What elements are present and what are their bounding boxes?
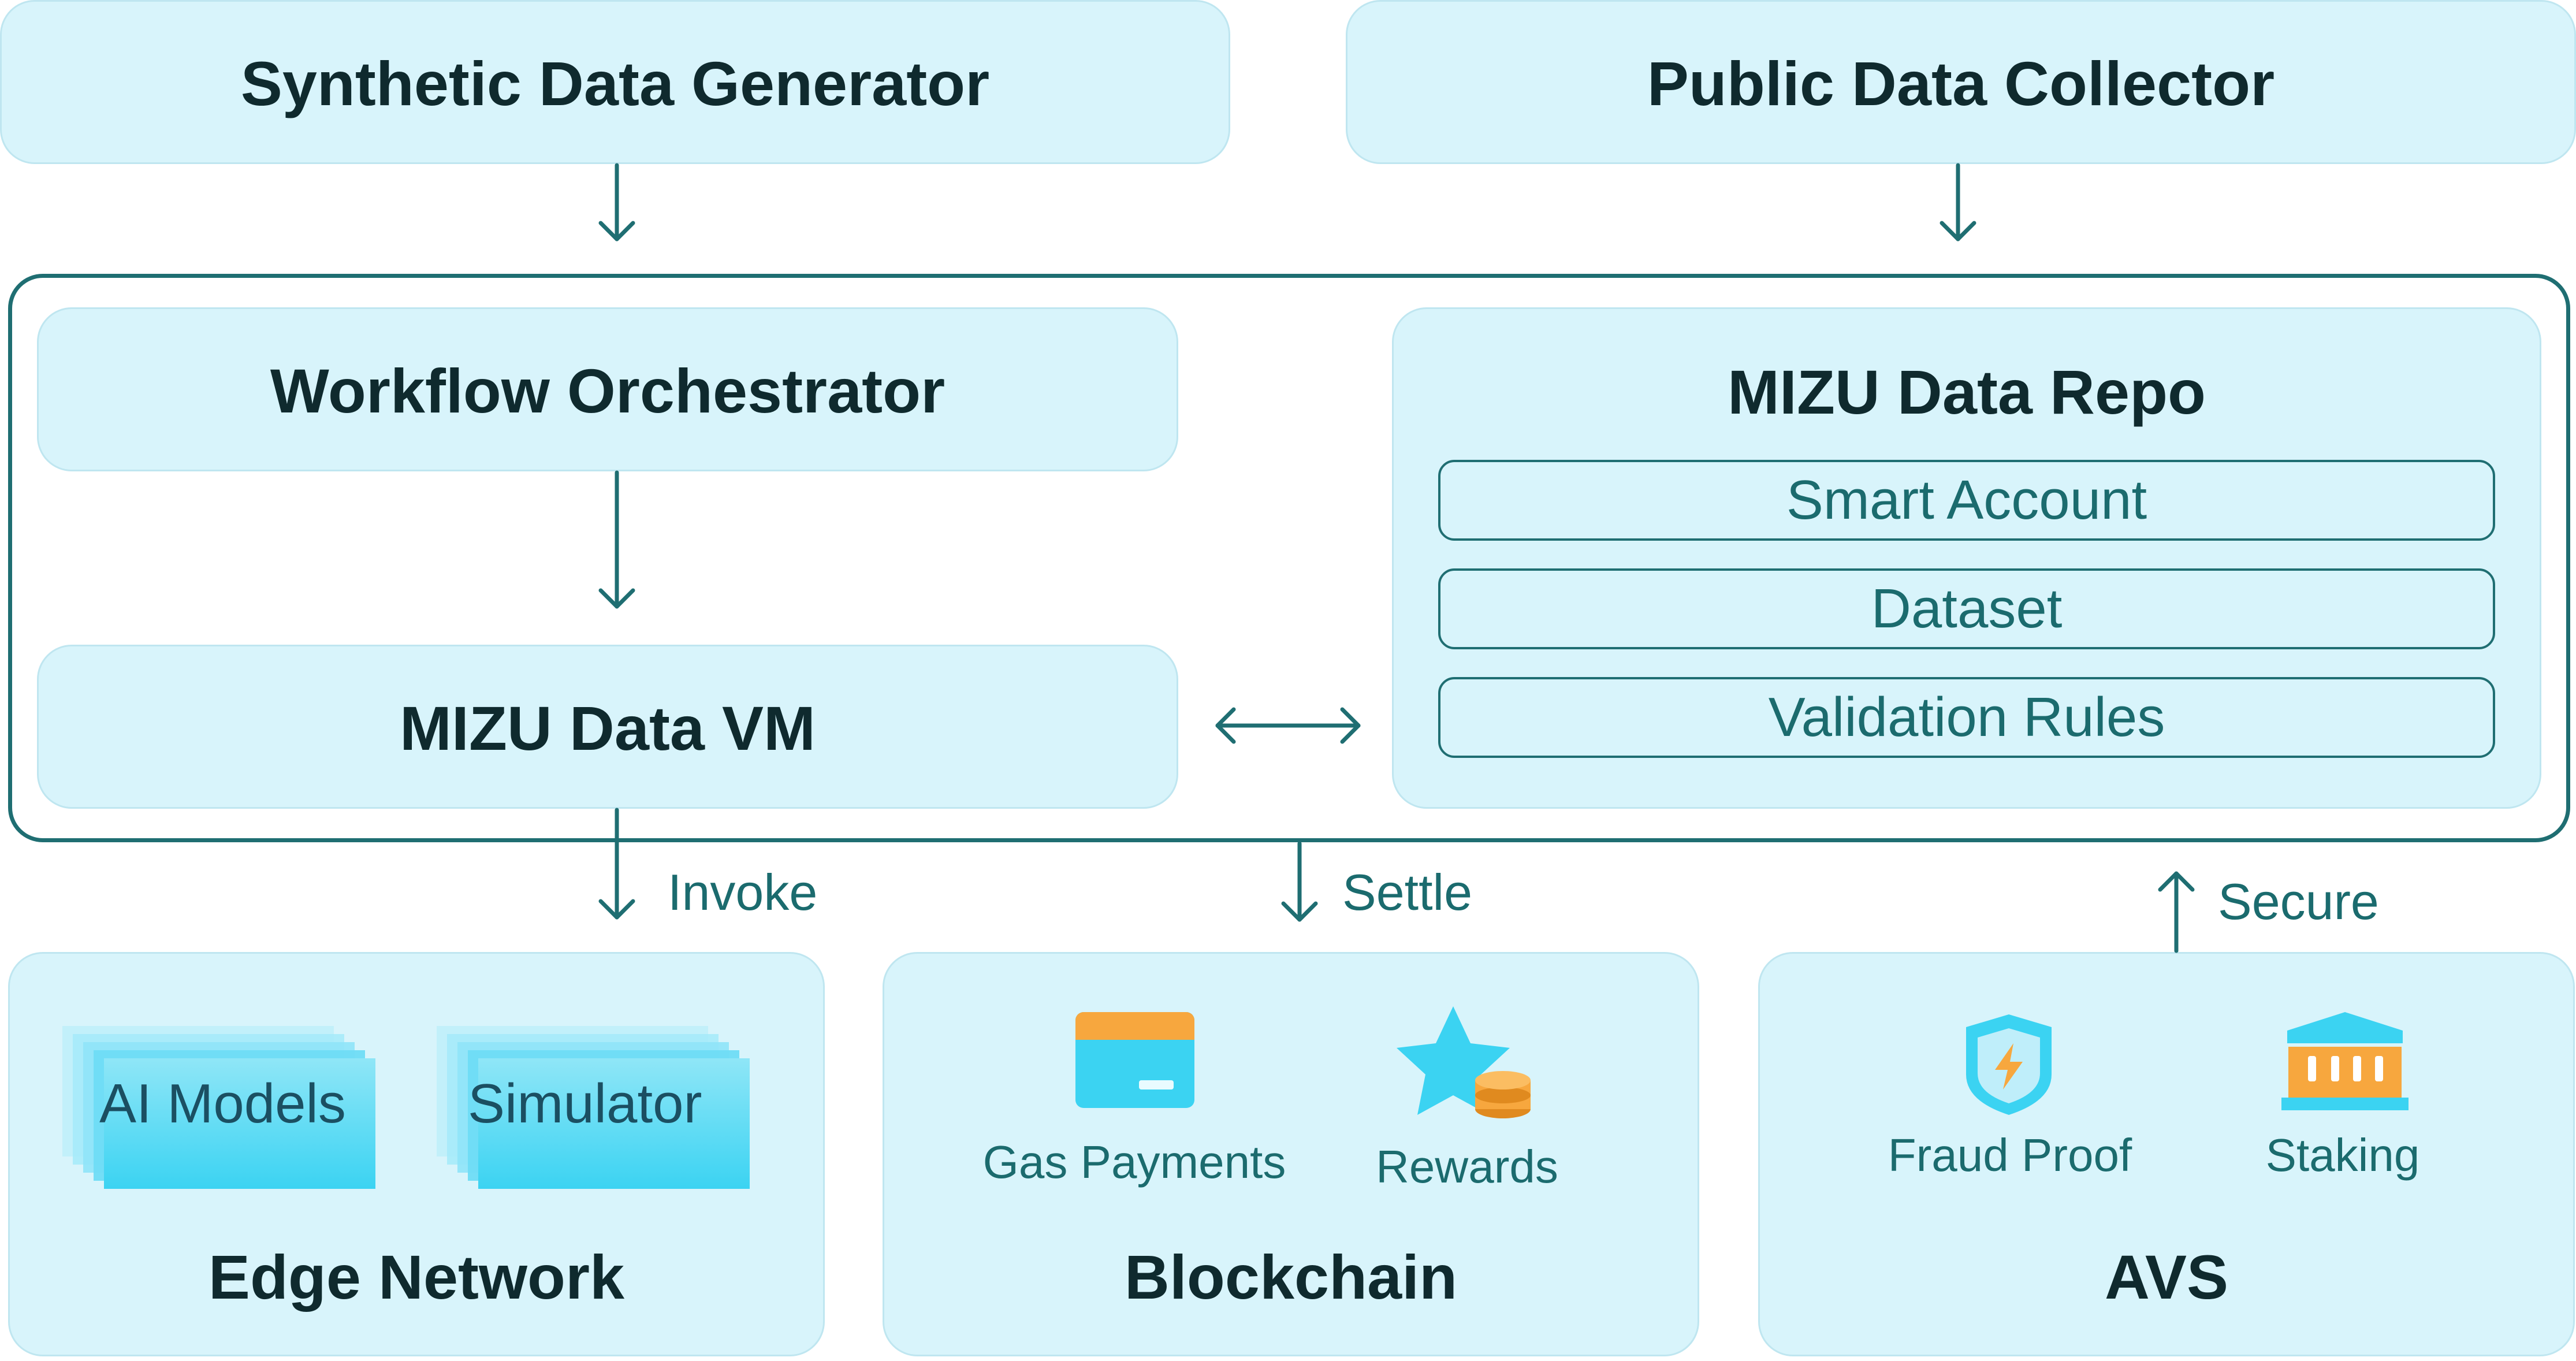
fraud-proof-label: Fraud Proof [1888, 1129, 2132, 1181]
ai-models-label: AI Models [99, 1073, 346, 1135]
arrow-orchestrator-to-vm [598, 470, 635, 609]
gas-payments-label: Gas Payments [982, 1136, 1286, 1188]
shield-icon [1966, 1014, 2052, 1115]
blockchain-box [883, 952, 1699, 1356]
avs-box [1758, 952, 2575, 1356]
blockchain-title: Blockchain [1124, 1242, 1458, 1312]
mizu-data-repo-box [1392, 307, 2541, 809]
workflow-orchestrator-title: Workflow Orchestrator [270, 356, 945, 426]
core-container [8, 274, 2570, 842]
synthetic-data-generator-title: Synthetic Data Generator [240, 49, 990, 118]
invoke-label: Invoke [668, 864, 818, 921]
repo-item-smart-account: Smart Account [1438, 460, 2495, 541]
public-data-collector-box [1346, 0, 2576, 164]
card-icon [1075, 1012, 1194, 1108]
public-data-collector-title: Public Data Collector [1647, 49, 2275, 118]
arrow-public-down [1940, 163, 1976, 241]
settle-label: Settle [1342, 864, 1473, 921]
repo-item-dataset: Dataset [1438, 568, 2495, 649]
secure-label: Secure [2218, 873, 2379, 930]
arrow-synthetic-down [598, 163, 635, 241]
rewards-label: Rewards [1376, 1141, 1558, 1192]
ai-models-stack-icon [62, 1026, 375, 1189]
mizu-data-repo-title: MIZU Data Repo [1727, 357, 2206, 427]
avs-title: AVS [2104, 1242, 2229, 1312]
star-coins-icon [1397, 1006, 1531, 1118]
mizu-data-vm-title: MIZU Data VM [399, 693, 816, 763]
arrow-settle [1281, 841, 1318, 922]
arrow-secure [2158, 871, 2195, 953]
arrow-invoke [598, 808, 635, 920]
simulator-label: Simulator [468, 1073, 702, 1135]
arrow-vm-repo-bidirectional [1215, 707, 1361, 744]
workflow-orchestrator-box [37, 307, 1178, 471]
edge-network-title: Edge Network [208, 1242, 625, 1312]
repo-item-validation-rules: Validation Rules [1438, 677, 2495, 758]
staking-label: Staking [2265, 1129, 2420, 1181]
synthetic-data-generator-box [0, 0, 1230, 164]
mizu-data-vm-box [37, 645, 1178, 809]
bank-icon [2281, 1012, 2409, 1110]
simulator-stack-icon [437, 1026, 750, 1189]
